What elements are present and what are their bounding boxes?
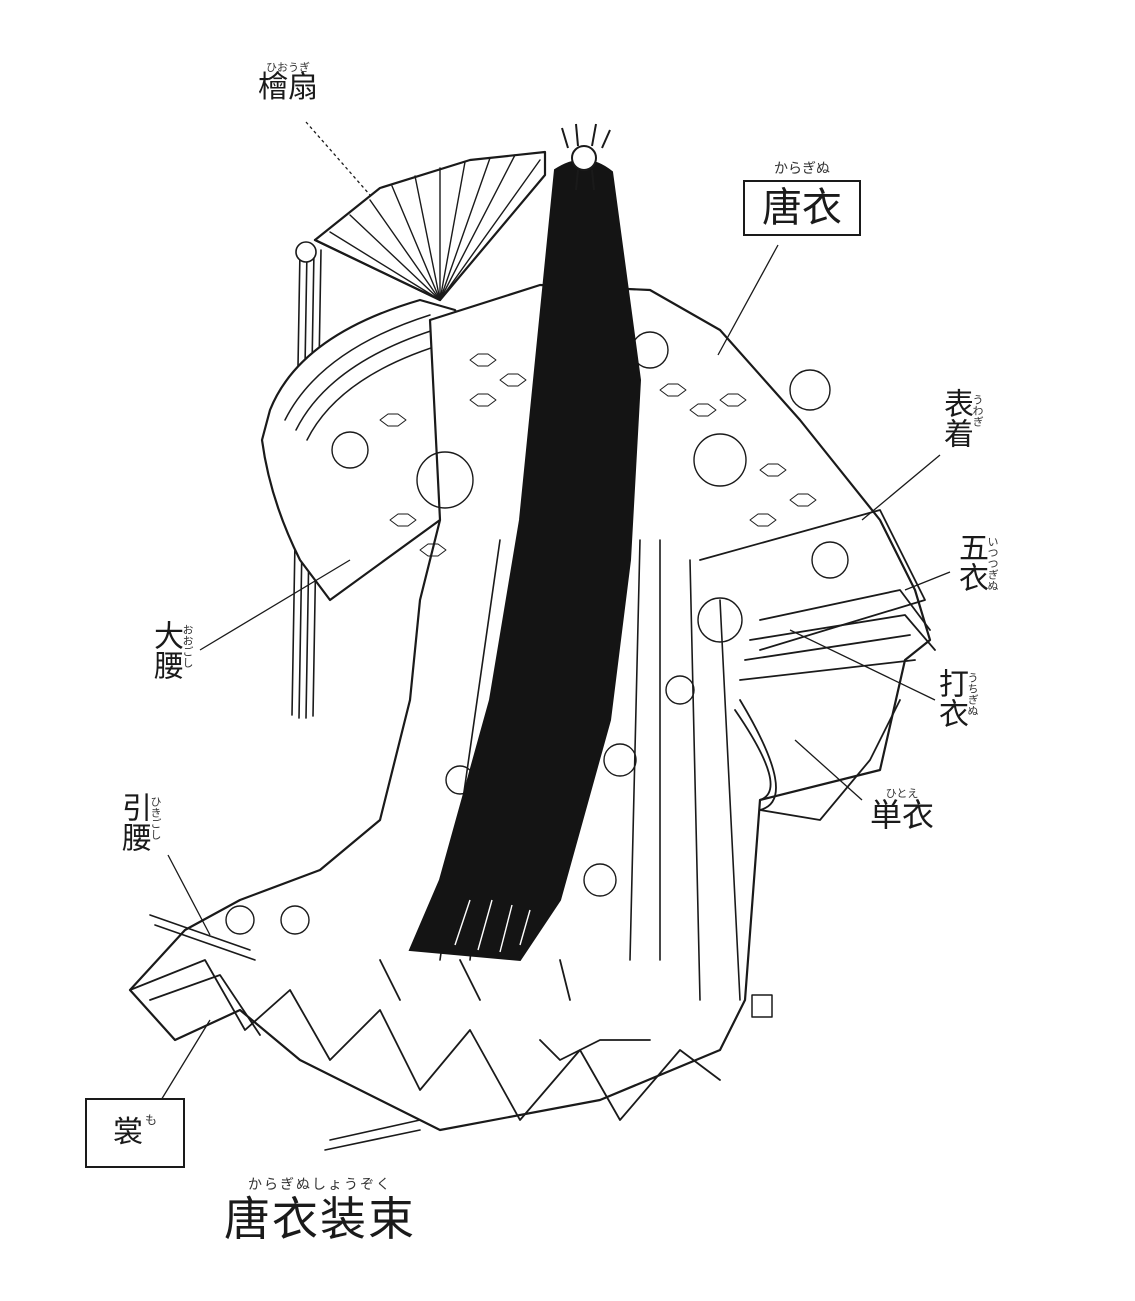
leader-itsutsuginu bbox=[904, 571, 951, 591]
label-hikigoshi-text: 引腰 bbox=[116, 792, 151, 852]
label-uwagi: うわぎ 表着 bbox=[938, 388, 984, 448]
label-itsutsuginu-text: 五衣 bbox=[953, 532, 988, 592]
leader-hikigoshi bbox=[167, 854, 211, 936]
label-itsutsuginu: いつつぎぬ 五衣 bbox=[953, 532, 999, 592]
label-fan: ひおうぎ 檜扇 bbox=[258, 62, 318, 103]
label-mo-text: 裳 bbox=[112, 1115, 143, 1150]
label-fan-text: 檜扇 bbox=[258, 70, 318, 105]
label-karaginu-text: 唐衣 bbox=[743, 180, 861, 236]
label-karaginu-ruby: からぎぬ bbox=[774, 161, 830, 177]
honeycomb-texture bbox=[379, 353, 817, 557]
label-uwagi-ruby: うわぎ bbox=[971, 394, 984, 427]
leader-mo bbox=[154, 1019, 211, 1111]
karaginu-pattern bbox=[225, 331, 849, 935]
label-ogoshi-text: 大腰 bbox=[148, 620, 183, 680]
leader-karaginu bbox=[717, 244, 779, 356]
label-itsutsuginu-ruby: いつつぎぬ bbox=[986, 536, 999, 591]
leader-fan bbox=[305, 121, 371, 196]
mo-train bbox=[129, 959, 721, 1121]
label-uchiginu: うちぎぬ 打衣 bbox=[933, 668, 979, 728]
label-mo-ruby: も bbox=[144, 1113, 157, 1127]
diagram-title-text: 唐衣装束 bbox=[224, 1192, 416, 1246]
label-ogoshi: おおごし 大腰 bbox=[148, 620, 194, 680]
leader-uwagi bbox=[861, 454, 941, 521]
label-uchiginu-text: 打衣 bbox=[933, 668, 968, 728]
label-uwagi-text: 表着 bbox=[938, 388, 973, 448]
label-hitoe-ruby: ひとえ bbox=[885, 787, 919, 800]
diagram-title-ruby: からぎぬしょうぞく bbox=[248, 1177, 392, 1193]
label-mo: 裳 も bbox=[85, 1098, 185, 1168]
fan-illustration bbox=[313, 150, 547, 302]
label-fan-ruby: ひおうぎ bbox=[266, 61, 310, 74]
label-hikigoshi-ruby: ひきごし bbox=[149, 796, 162, 840]
label-ogoshi-ruby: おおごし bbox=[181, 624, 194, 668]
label-uchiginu-ruby: うちぎぬ bbox=[966, 672, 979, 716]
hikigoshi-cords bbox=[149, 914, 421, 1151]
diagram-title: からぎぬしょうぞく 唐衣装束 bbox=[215, 1178, 425, 1242]
label-hitoe: ひとえ 単衣 bbox=[862, 788, 942, 831]
label-hitoe-text: 単衣 bbox=[869, 796, 934, 834]
label-karaginu: からぎぬ 唐衣 bbox=[743, 162, 861, 236]
label-hikigoshi: ひきごし 引腰 bbox=[116, 792, 162, 852]
leader-ogoshi bbox=[199, 559, 351, 651]
leader-uchiginu bbox=[789, 629, 936, 701]
hair-ornament bbox=[561, 123, 611, 191]
leader-hitoe bbox=[794, 739, 863, 801]
